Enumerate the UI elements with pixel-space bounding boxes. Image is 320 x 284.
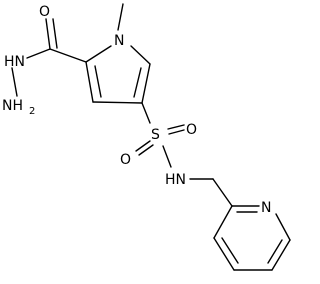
pyrrole-nitrogen-label: N <box>114 33 124 49</box>
sulfonyl-oxygen-top-label: O <box>186 122 197 138</box>
bond-c2-c3-double <box>94 65 102 98</box>
bond-c4-c3-double <box>221 237 239 264</box>
molecule-drawing: O HN NH 2 N S O O HN N <box>2 3 291 271</box>
bond-c3-c4 <box>92 101 143 104</box>
pyridine-nitrogen-label: N <box>261 200 271 216</box>
bond-ch2-pyridine <box>212 178 233 207</box>
chemical-structure-diagram: O HN NH 2 N S O O HN N <box>2 3 291 271</box>
bond-n-methyl <box>117 3 124 31</box>
bond-c6-c5 <box>271 239 291 271</box>
bond-carbonyl-nh <box>26 48 51 59</box>
bond-s-o-top-double <box>168 129 185 135</box>
carbonyl-oxygen-label: O <box>39 4 50 20</box>
hydrazide-nh-label: HN <box>4 54 25 70</box>
bond-carbonyl-o <box>45 18 51 50</box>
bond-c2-c3 <box>85 61 94 103</box>
bond-s-nh <box>162 145 172 168</box>
bond-c3-c2 <box>213 205 233 239</box>
hydrazide-nh2-label: NH <box>2 98 23 114</box>
bond-c4-c5-double <box>133 67 142 98</box>
bond-s-o-left-double <box>138 144 154 156</box>
bond-n-c6 <box>275 213 291 241</box>
bond-n1-c5 <box>130 45 151 65</box>
bond-n1-c2 <box>85 45 112 63</box>
bond-c4-s <box>141 102 151 124</box>
bond-s-o-left <box>135 140 151 152</box>
bond-c6-c5-double <box>267 239 283 264</box>
sulfonyl-oxygen-left-label: O <box>120 152 131 168</box>
bond-c4-c3 <box>213 237 235 271</box>
bond-c4-c5 <box>141 63 151 104</box>
bond-carbonyl-o-double <box>52 18 58 49</box>
hydrazide-nh2-subscript: 2 <box>29 106 35 117</box>
sulfur-label: S <box>151 127 160 143</box>
sulfonamide-nh-label: HN <box>165 172 186 188</box>
bond-nh-nh2 <box>11 67 18 97</box>
bond-s-o-top <box>167 124 185 130</box>
bond-c2-carbonyl <box>49 48 87 63</box>
